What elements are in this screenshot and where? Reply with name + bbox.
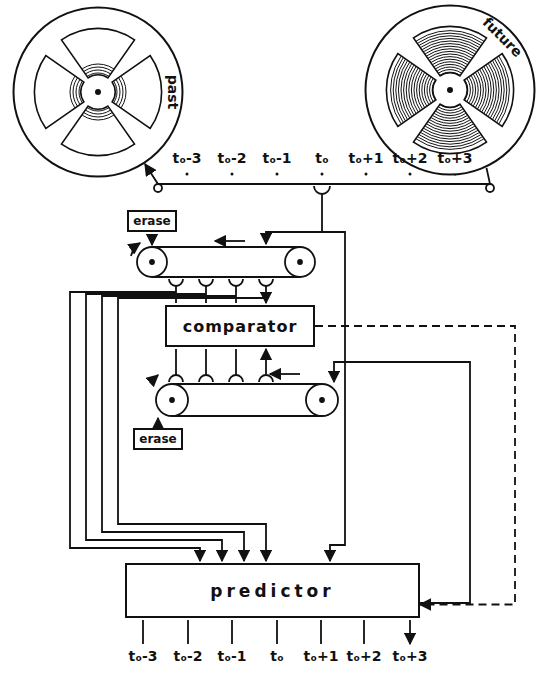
- time-label: tₒ+3: [393, 648, 428, 664]
- erase-arrow: [151, 236, 153, 245]
- reel-window: [386, 54, 436, 127]
- box-label: erase: [139, 432, 176, 446]
- reel-rim: [366, 6, 535, 175]
- reel-label: past: [165, 75, 181, 110]
- reel-hub: [95, 89, 101, 95]
- tape-roller: [154, 184, 162, 192]
- reel-window: [34, 56, 84, 129]
- time-label: tₒ-1: [217, 648, 246, 664]
- reel-window: [464, 54, 514, 127]
- belt-direction: [215, 240, 245, 242]
- tape-roller: [486, 184, 494, 192]
- time-label: tₒ-2: [173, 648, 202, 664]
- rotation-arrow: [152, 375, 158, 384]
- belt: [172, 384, 322, 416]
- time-label: tₒ: [270, 648, 284, 664]
- reel-rim: [14, 8, 183, 177]
- reel-hub: [447, 87, 453, 93]
- rotation-arrow: [131, 243, 140, 256]
- reel-window: [62, 106, 135, 156]
- box-label: erase: [133, 214, 170, 228]
- comparator-box: comparator: [165, 305, 315, 347]
- predictor-box: predictor: [125, 563, 420, 618]
- time-label: tₒ+1: [349, 150, 384, 166]
- tape-reel: past: [12, 6, 184, 178]
- pulley-axle: [320, 398, 324, 402]
- time-label: tₒ-3: [128, 648, 157, 664]
- reading-head: [169, 279, 273, 286]
- reel-window: [414, 104, 487, 154]
- head-wire: [266, 194, 322, 244]
- reel-window: [62, 28, 135, 78]
- head-wire: [176, 349, 266, 375]
- pulley-axle: [150, 260, 154, 264]
- time-label: tₒ: [315, 150, 329, 166]
- pulley-axle: [170, 398, 174, 402]
- tape-winding: [391, 31, 510, 150]
- reading-head: [169, 375, 273, 382]
- time-label: tₒ+2: [347, 648, 382, 664]
- pulley-axle: [298, 260, 302, 264]
- reel-window: [112, 56, 162, 129]
- pulley: [156, 384, 188, 416]
- reel-drawing: [12, 6, 184, 178]
- box-label: predictor: [210, 581, 334, 601]
- read-head: [314, 186, 330, 194]
- pulley: [285, 247, 315, 277]
- pulley: [137, 247, 167, 277]
- erase-box: erase: [127, 210, 177, 232]
- head-wire: [322, 232, 345, 561]
- time-label: tₒ+2: [393, 150, 428, 166]
- reel-window: [414, 26, 487, 76]
- time-label: tₒ+3: [438, 150, 473, 166]
- time-label: tₒ-3: [172, 150, 201, 166]
- belt-direction: [270, 373, 300, 375]
- erase-arrow: [157, 418, 159, 428]
- output-arrow: [143, 620, 410, 644]
- tape-winding: [70, 64, 126, 120]
- box-label: comparator: [183, 317, 298, 336]
- pulley: [306, 384, 338, 416]
- time-label: tₒ+1: [304, 648, 339, 664]
- erase-box: erase: [133, 428, 183, 450]
- time-label: tₒ-2: [217, 150, 246, 166]
- tape-marks: [186, 173, 457, 176]
- belt: [152, 247, 300, 277]
- time-label: tₒ-1: [262, 150, 291, 166]
